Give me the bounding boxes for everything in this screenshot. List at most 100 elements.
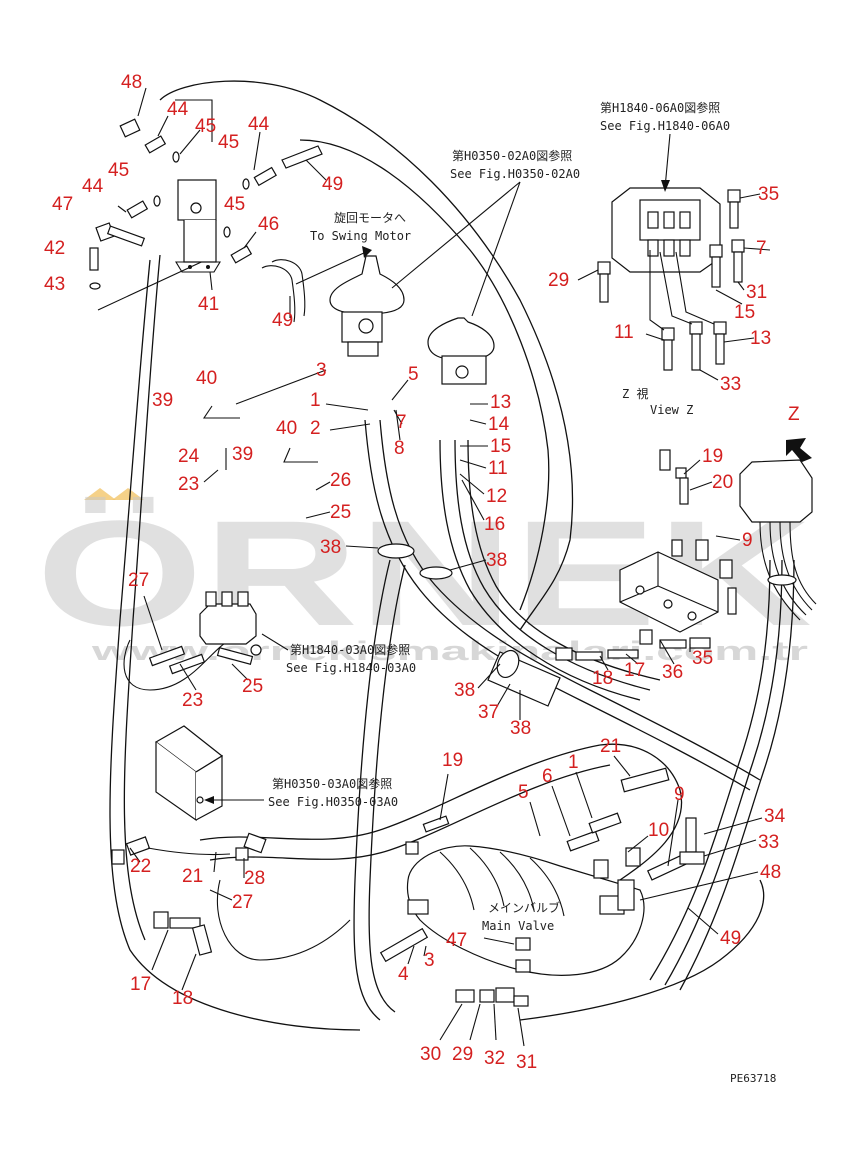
callout-5: 5	[518, 782, 529, 803]
callout-23: 23	[182, 690, 203, 711]
callout-21: 21	[182, 866, 203, 887]
fittings-top-left	[89, 118, 323, 323]
callout-10: 10	[648, 820, 669, 841]
ref-h0350-03-jp: 第H0350-03A0図参照	[272, 776, 392, 791]
callout-32: 32	[484, 1048, 505, 1069]
callout-6: 6	[542, 766, 553, 787]
callout-47: 47	[52, 194, 73, 215]
callout-1: 1	[310, 390, 321, 411]
callout-38: 38	[454, 680, 475, 701]
ppc-valve-lower-left	[111, 725, 267, 956]
ref-h0350-02-jp: 第H0350-02A0図参照	[452, 148, 572, 163]
callout-45: 45	[108, 160, 129, 181]
swing-motor-en: To Swing Motor	[310, 229, 411, 243]
bracket-assembly-41	[175, 179, 221, 273]
callout-39: 39	[152, 390, 173, 411]
callout-45: 45	[195, 116, 216, 137]
callout-45: 45	[224, 194, 245, 215]
ppc-valve-left	[329, 255, 405, 357]
ppc-valve-right	[427, 317, 495, 385]
callout-29: 29	[452, 1044, 473, 1065]
callout-38: 38	[320, 537, 341, 558]
callout-45: 45	[218, 132, 239, 153]
callout-37: 37	[478, 702, 499, 723]
callout-14: 14	[488, 414, 510, 435]
callout-numbers: 48 44 45 45 44 45 44 49 47 45 46 42 43 4…	[44, 72, 786, 1073]
callout-35: 35	[692, 648, 713, 669]
view-z-letter: Z	[788, 404, 800, 425]
callout-39: 39	[232, 444, 253, 465]
callout-21: 21	[600, 736, 621, 757]
callout-31: 31	[516, 1052, 537, 1073]
callout-28: 28	[244, 868, 265, 889]
main-valve-jp: メインバルブ	[488, 900, 560, 915]
callout-13: 13	[490, 392, 511, 413]
callout-3: 3	[316, 360, 327, 381]
watermark-dot-icon	[112, 488, 144, 500]
callout-40: 40	[276, 418, 297, 439]
fittings-main-valve	[379, 767, 705, 1007]
callout-4: 4	[398, 964, 409, 985]
wire-harness-connector-z	[739, 459, 817, 621]
callout-27: 27	[232, 892, 253, 913]
callout-48: 48	[121, 72, 142, 93]
callout-15: 15	[734, 302, 755, 323]
callout-1: 1	[568, 752, 579, 773]
callout-35: 35	[758, 184, 779, 205]
reference-notes: 第H1840-06A0図参照 See Fig.H1840-06A0 第H0350…	[204, 100, 800, 1085]
callout-2: 2	[310, 418, 321, 439]
callout-17: 17	[624, 660, 645, 681]
callout-42: 42	[44, 238, 65, 259]
callout-7: 7	[756, 238, 767, 259]
callout-17: 17	[130, 974, 151, 995]
callout-19: 19	[442, 750, 463, 771]
components	[89, 118, 817, 1007]
callout-24: 24	[178, 446, 200, 467]
callout-41: 41	[198, 294, 219, 315]
callout-49: 49	[272, 310, 293, 331]
callout-40: 40	[196, 368, 217, 389]
main-valve-en: Main Valve	[482, 919, 554, 933]
ref-h1840-03-en: See Fig.H1840-03A0	[286, 661, 416, 675]
view-z-jp: Z 視	[622, 386, 648, 401]
view-z-arrow-icon	[786, 438, 812, 462]
drawing-code: PE63718	[730, 1072, 776, 1085]
main-valve	[405, 841, 645, 976]
callout-15: 15	[490, 436, 511, 457]
callout-47: 47	[446, 930, 467, 951]
callout-23: 23	[178, 474, 199, 495]
clamp-icon	[377, 543, 415, 559]
callout-25: 25	[242, 676, 263, 697]
callout-leaders	[117, 87, 771, 1047]
callout-8: 8	[394, 438, 405, 459]
callout-46: 46	[258, 214, 279, 235]
callout-48: 48	[760, 862, 781, 883]
swing-motor-jp: 旋回モータへ	[334, 211, 406, 225]
ref-h0350-03-en: See Fig.H0350-03A0	[268, 795, 398, 809]
callout-30: 30	[420, 1044, 441, 1065]
callout-9: 9	[742, 530, 753, 551]
callout-36: 36	[662, 662, 683, 683]
callout-11: 11	[488, 458, 508, 479]
callout-25: 25	[330, 502, 351, 523]
callout-33: 33	[758, 832, 779, 853]
callout-49: 49	[322, 174, 343, 195]
callout-11: 11	[614, 322, 634, 343]
callout-34: 34	[764, 806, 786, 827]
sleeve-37	[487, 649, 561, 707]
callout-49: 49	[720, 928, 741, 949]
callout-20: 20	[712, 472, 733, 493]
callout-19: 19	[702, 446, 723, 467]
ref-h0350-02-en: See Fig.H0350-02A0	[450, 167, 580, 181]
callout-31: 31	[746, 282, 767, 303]
callout-27: 27	[128, 570, 149, 591]
callout-16: 16	[484, 514, 505, 535]
callout-13: 13	[750, 328, 771, 349]
callout-26: 26	[330, 470, 351, 491]
callout-43: 43	[44, 274, 65, 295]
watermark-dot-icon	[84, 488, 116, 500]
callout-44: 44	[167, 99, 189, 120]
hose-lines	[97, 80, 795, 1031]
callout-18: 18	[592, 668, 613, 689]
